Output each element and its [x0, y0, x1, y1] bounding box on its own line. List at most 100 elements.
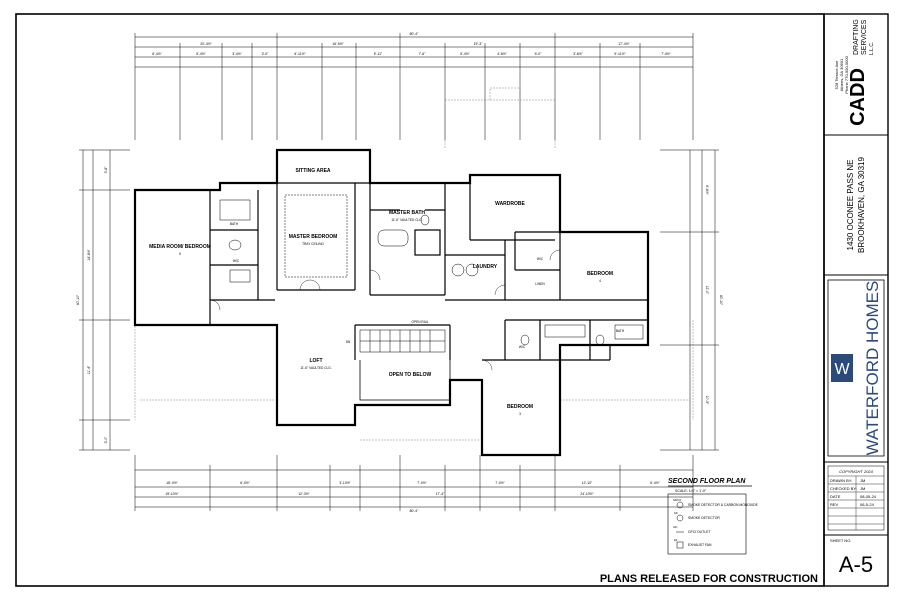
- svg-text:7'-0½": 7'-0½": [495, 481, 505, 485]
- svg-text:11'-4": 11'-4": [87, 365, 91, 374]
- room-bath2-label: BATH: [616, 329, 625, 333]
- svg-text:3'-6½": 3'-6½": [573, 52, 583, 56]
- svg-text:5'-4½": 5'-4½": [460, 52, 470, 56]
- svg-text:20'-4½": 20'-4½": [200, 42, 212, 46]
- svg-text:3'-0": 3'-0": [262, 52, 270, 56]
- svg-text:12'-3½": 12'-3½": [298, 492, 310, 496]
- svg-text:80'-4": 80'-4": [410, 32, 419, 36]
- legend-item-4: EXHAUST FAN: [688, 543, 712, 547]
- svg-text:12'-0": 12'-0": [705, 286, 709, 295]
- svg-text:5'-4½": 5'-4½": [196, 52, 206, 56]
- svg-text:6'-4½": 6'-4½": [152, 52, 162, 56]
- legend-symbol-4: EF: [674, 538, 678, 542]
- firm-sub3: L.L.C.: [869, 42, 875, 55]
- room-wic-label: W/C: [233, 259, 240, 263]
- svg-text:3'-10½": 3'-10½": [339, 481, 351, 485]
- builder-logo-letter: W: [834, 361, 850, 378]
- svg-text:40'-10": 40'-10": [76, 294, 80, 305]
- sheet-no-label: SHEET NO.: [830, 538, 852, 543]
- roof-lines-below: [134, 87, 694, 441]
- released-stamp: PLANS RELEASED FOR CONSTRUCTION: [600, 573, 818, 585]
- svg-text:17'-4": 17'-4": [436, 492, 445, 496]
- rev-label: REV: [830, 502, 839, 507]
- svg-text:3'-8": 3'-8": [104, 166, 108, 174]
- room-media-label: MEDIA ROOM/ BEDROOM: [149, 244, 211, 250]
- room-bedroom4-number: 4: [599, 279, 601, 283]
- svg-text:6'-11½": 6'-11½": [294, 52, 306, 56]
- svg-text:14'-8½": 14'-8½": [87, 248, 91, 260]
- plan-title: SECOND FLOOR PLAN: [668, 478, 746, 485]
- sheet-border: [15, 13, 825, 587]
- svg-text:6'-0½": 6'-0½": [240, 481, 250, 485]
- legend-symbol-3: GFI: [673, 525, 678, 529]
- svg-text:40'-10": 40'-10": [719, 295, 723, 306]
- builder-logo: [831, 354, 853, 382]
- svg-text:5'-0": 5'-0": [535, 52, 543, 56]
- room-loft-label: LOFT: [309, 358, 322, 364]
- room-bedroom4-label: BEDROOM: [587, 271, 613, 277]
- dimension-lines: [82, 36, 716, 508]
- legend-symbol-2: SD: [674, 511, 678, 515]
- plan-scale: SCALE: 1/4" = 1'-0": [675, 489, 707, 493]
- svg-text:7'-6": 7'-6": [419, 52, 427, 56]
- fixtures: [219, 194, 644, 346]
- sheet-number: A-5: [839, 552, 873, 577]
- title-block: 528 Terrace Ave Athens, GA 30601 Phone 7…: [823, 13, 889, 587]
- svg-text:80'-4": 80'-4": [410, 509, 419, 513]
- room-bedroom3-label: BEDROOM: [507, 404, 533, 410]
- room-bath-label: BATH: [230, 222, 239, 226]
- room-loft-ceiling: 11'-6" VAULTED CLG.: [300, 366, 331, 370]
- svg-text:10'-9": 10'-9": [705, 396, 709, 405]
- open-to-below-rail: [359, 360, 451, 401]
- svg-text:6'-8½": 6'-8½": [705, 185, 709, 195]
- room-wardrobe-label: WARDROBE: [495, 201, 525, 207]
- svg-text:7'-4½": 7'-4½": [661, 52, 671, 56]
- svg-text:17'-4½": 17'-4½": [618, 42, 630, 46]
- dimension-ticks: [79, 33, 719, 511]
- checked-by-label: CHECKED BY:: [830, 486, 857, 491]
- plan-title-block: SECOND FLOOR PLAN SCALE: 1/4" = 1'-0" SM…: [667, 478, 759, 555]
- svg-text:12'-10": 12'-10": [582, 481, 593, 485]
- open-rail-label: OPEN RAIL: [411, 320, 428, 324]
- room-media-number: 5: [179, 252, 181, 256]
- rev: 06-5-24: [860, 502, 875, 507]
- svg-text:7'-0½": 7'-0½": [417, 481, 427, 485]
- room-wic2-label: W/C: [537, 257, 544, 261]
- firm-address-2: Athens, GA 30601: [839, 58, 844, 91]
- project-address-2: BROOKHAVEN, GA 30319: [857, 157, 866, 253]
- room-master-ceiling: TRAY CEILING: [302, 242, 324, 246]
- room-bedroom3-number: 3: [519, 412, 521, 416]
- legend-item-2: SMOKE DETECTOR: [688, 516, 720, 520]
- drawn-by: JM: [860, 478, 865, 483]
- svg-text:4'-6½": 4'-6½": [497, 52, 507, 56]
- svg-text:5'-11": 5'-11": [374, 52, 383, 56]
- checked-by: JM: [860, 486, 865, 491]
- door-swings: [209, 249, 561, 371]
- room-laundry-label: LAUNDRY: [473, 264, 498, 270]
- svg-text:24'-10½": 24'-10½": [580, 492, 594, 496]
- project-address-1: 1430 OCONEE PASS NE: [846, 160, 855, 251]
- stair: [359, 329, 446, 353]
- builder-name: WATERFORD HOMES: [863, 281, 882, 456]
- svg-text:9'-11½": 9'-11½": [614, 52, 626, 56]
- room-master-bath-label: MASTER BATH: [389, 210, 425, 216]
- legend-symbols: [676, 501, 684, 549]
- firm-sub2: SERVICES: [861, 19, 868, 55]
- svg-text:19'-10½": 19'-10½": [165, 492, 179, 496]
- room-sitting-label: SITTING AREA: [295, 168, 330, 174]
- date: 08-05-24: [860, 494, 877, 499]
- room-master-bath-ceiling: 11'-6" VAULTED CLG.: [391, 218, 422, 222]
- legend-item-1: SMOKE DETECTOR & CARBON MONOXIDE: [688, 503, 759, 507]
- firm-address-1: 528 Terrace Ave: [834, 60, 839, 90]
- legend-item-3: GFCI OUTLET: [688, 530, 710, 534]
- room-wic3-label: W/C: [519, 345, 526, 349]
- stair-dn-label: DN: [346, 340, 351, 344]
- svg-text:18'-0½": 18'-0½": [166, 481, 178, 485]
- dimension-labels: 80'-4" 20'-4½"16'-5½" 19'-3"17'-4½" 6'-4…: [76, 32, 723, 513]
- firm-name: CADD: [847, 68, 869, 126]
- legend-symbol-1: SD/CO: [673, 498, 681, 502]
- open-to-below-label: OPEN TO BELOW: [389, 372, 432, 378]
- room-linen-label: LINEN: [535, 282, 545, 286]
